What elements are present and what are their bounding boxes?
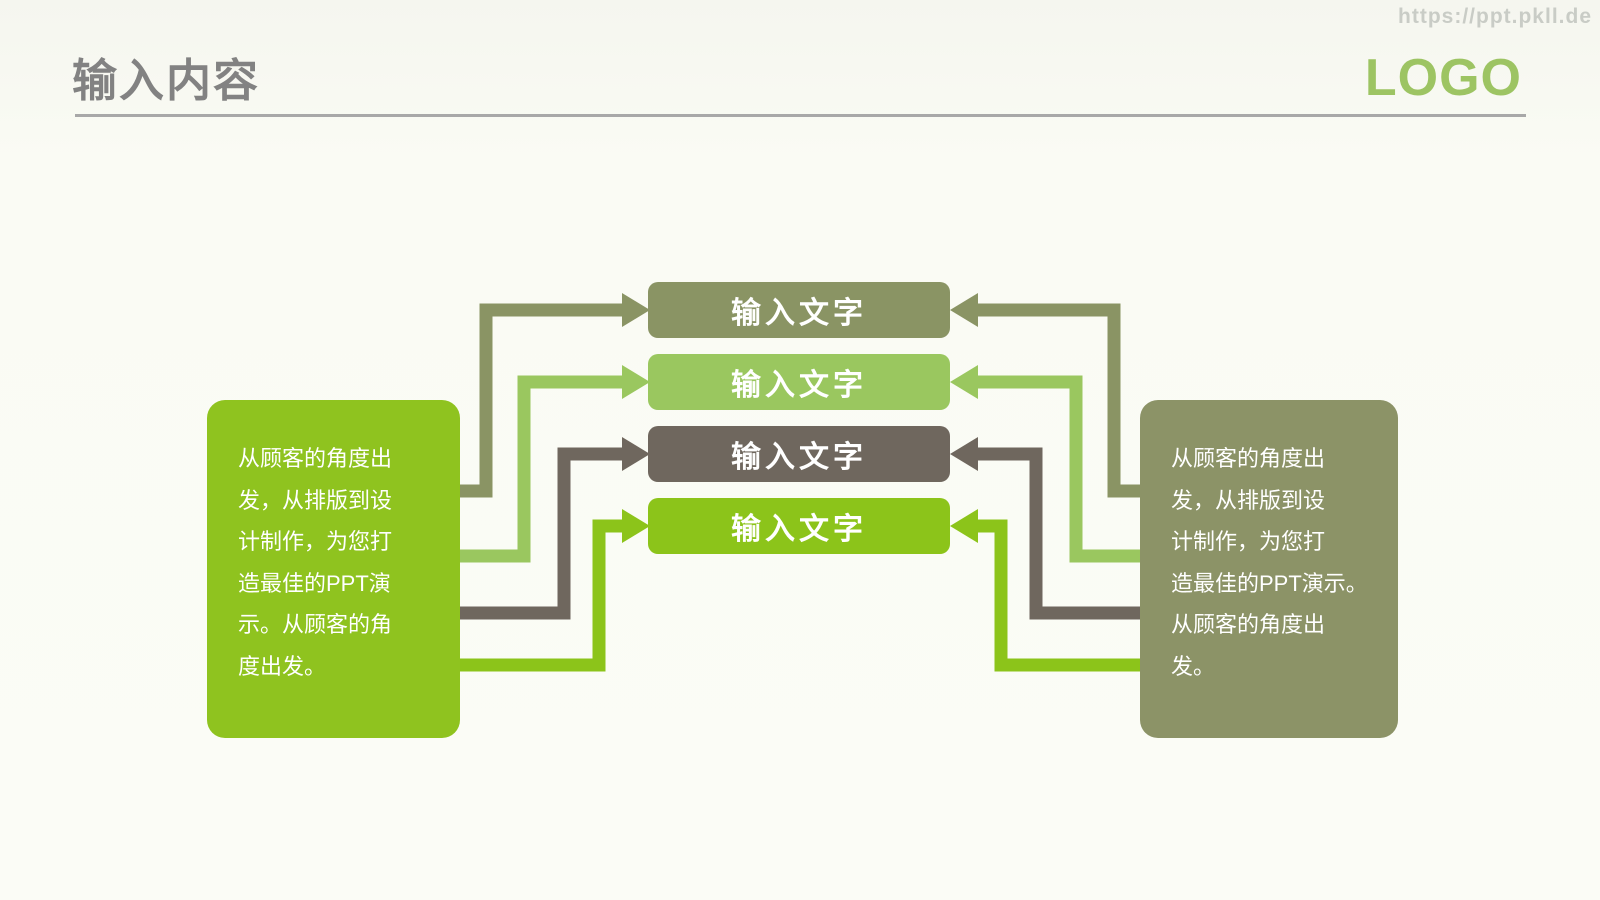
slide-title: 输入内容 [72, 55, 261, 106]
text-bar-2-label: 输入文字 [731, 369, 867, 402]
right-arrowhead-3-icon [950, 437, 978, 471]
left-connector-1 [455, 303, 622, 498]
text-bar-4-label: 输入文字 [731, 513, 867, 546]
right-arrowhead-4-icon [950, 509, 978, 543]
left-connector-2 [455, 375, 622, 563]
right-text-box-text: 从顾客的角度出 发，从排版到设 计制作，为您打 造最佳的PPT演示。 从顾客的角… [1171, 446, 1368, 679]
text-bar-1-label: 输入文字 [731, 297, 867, 330]
left-arrowhead-4-icon [622, 509, 650, 543]
text-bar-3: 输入文字 [648, 426, 950, 482]
left-arrowhead-3-icon [622, 437, 650, 471]
right-connector-4 [978, 519, 1145, 672]
right-connector-3 [978, 447, 1145, 620]
right-arrowhead-2-icon [950, 365, 978, 399]
left-connector-4 [455, 519, 622, 672]
right-arrowhead-1-icon [950, 293, 978, 327]
text-bar-1: 输入文字 [648, 282, 950, 338]
right-text-box: 从顾客的角度出 发，从排版到设 计制作，为您打 造最佳的PPT演示。 从顾客的角… [1140, 400, 1398, 738]
left-arrowhead-2-icon [622, 365, 650, 399]
left-arrowhead-1-icon [622, 293, 650, 327]
title-divider [75, 114, 1526, 117]
text-bar-3-label: 输入文字 [731, 441, 867, 474]
right-connector-2 [978, 375, 1145, 563]
right-connector-1 [978, 303, 1145, 498]
text-bar-2: 输入文字 [648, 354, 950, 410]
left-text-box-text: 从顾客的角度出 发，从排版到设 计制作，为您打 造最佳的PPT演 示。从顾客的角… [238, 446, 393, 679]
left-connector-3 [455, 447, 622, 620]
text-bar-4: 输入文字 [648, 498, 950, 554]
logo-text: LOGO [1364, 49, 1522, 107]
left-text-box: 从顾客的角度出 发，从排版到设 计制作，为您打 造最佳的PPT演 示。从顾客的角… [207, 400, 460, 738]
watermark-url: https://ppt.pkll.de [1398, 5, 1592, 28]
